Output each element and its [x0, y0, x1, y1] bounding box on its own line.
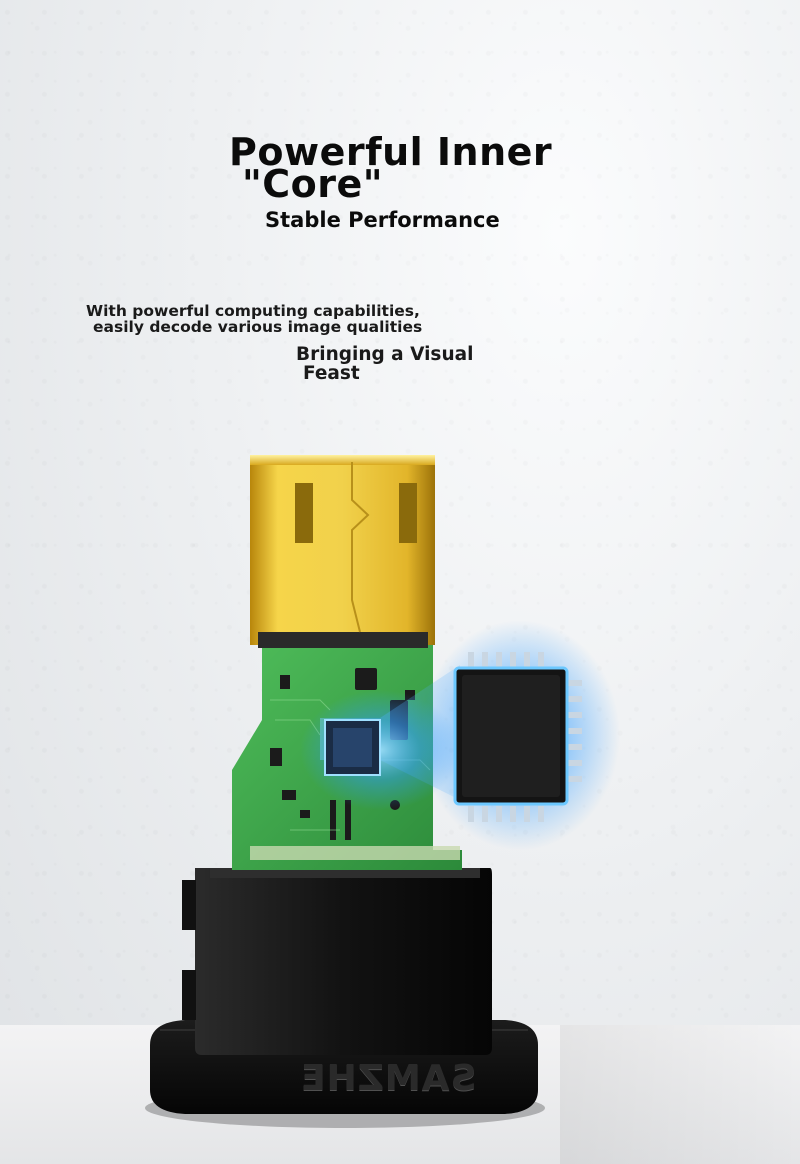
- tagline-line-1: Bringing a Visual: [296, 344, 474, 365]
- tagline-line-2: Feast: [303, 363, 360, 384]
- chip-large-pins: [468, 652, 582, 822]
- pcb-pins-bottom: [250, 846, 460, 860]
- connector-collar: [258, 632, 428, 648]
- housing-clip-bottom: [182, 970, 196, 1020]
- description-line-2: easily decode various image qualities: [93, 318, 423, 336]
- headline-subtitle: Stable Performance: [265, 208, 500, 232]
- housing-clip-top: [182, 880, 196, 930]
- brand-logo-engraving: SAMZHE: [300, 1058, 477, 1099]
- marble-shelf: [0, 1025, 800, 1164]
- connector-slot-right: [399, 483, 417, 543]
- headline-line-1: Powerful Inner: [229, 130, 553, 174]
- description-line-1: With powerful computing capabilities,: [86, 302, 420, 320]
- headline-line-2: "Core": [242, 162, 384, 206]
- adapter-housing: [195, 868, 492, 1055]
- connector-slot-left: [295, 483, 313, 543]
